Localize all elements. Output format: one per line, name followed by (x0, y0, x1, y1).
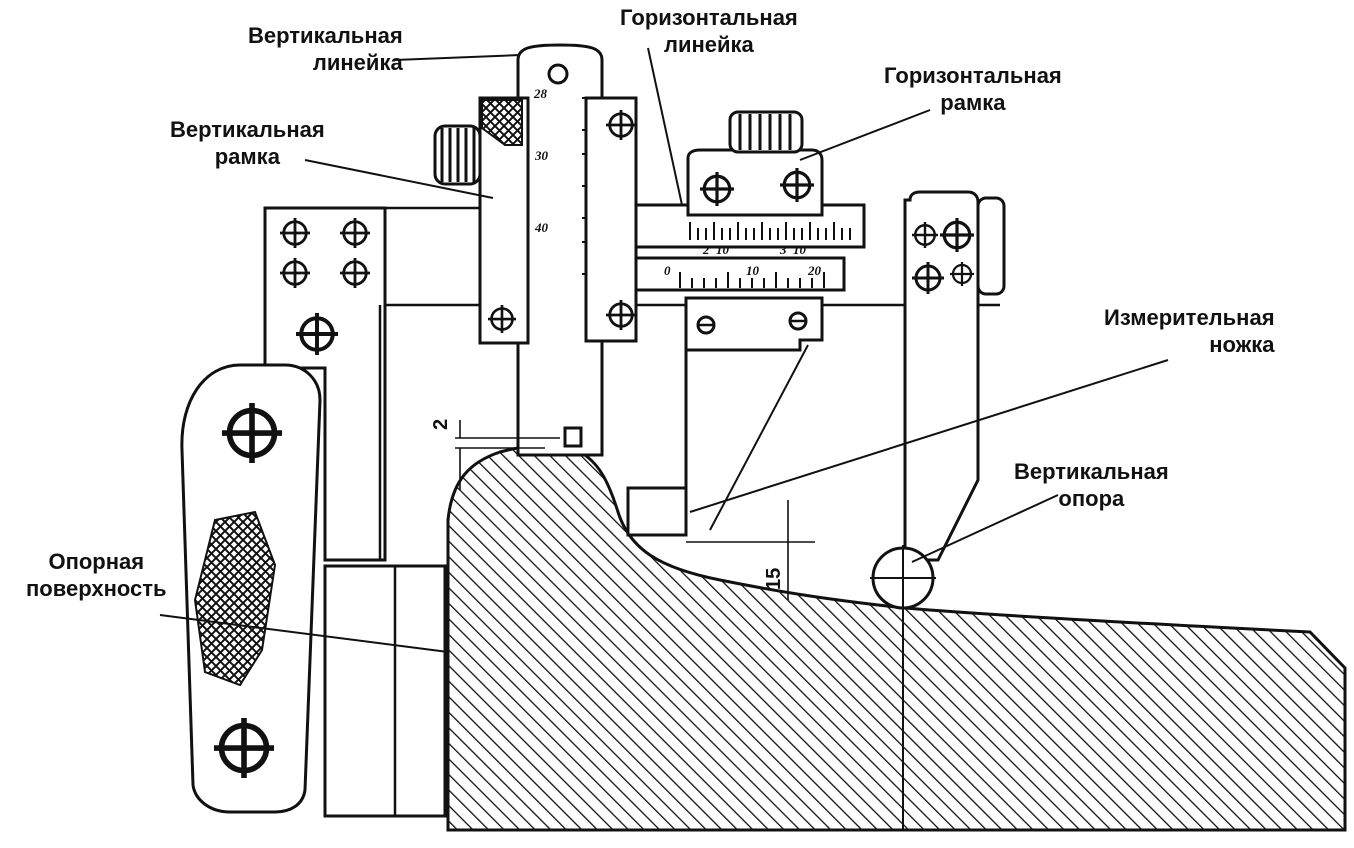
dimension-leg (686, 500, 815, 600)
hscale-upper-num-3: 3 (779, 242, 787, 257)
leader-lines (159, 47, 1169, 653)
hscale-upper-num-2: 10 (716, 242, 730, 257)
label-measuring-leg: Измерительная ножка (1104, 305, 1275, 357)
rail-profile (446, 443, 1347, 832)
vertical-support-arm (903, 190, 980, 562)
support-knob (976, 196, 1006, 296)
vertical-frame-knob (433, 124, 482, 186)
vscale-num-2: 30 (534, 148, 549, 163)
label-horizontal-ruler: Горизонтальная линейка (620, 5, 798, 57)
horizontal-scale-ticks (689, 222, 851, 240)
label-vertical-ruler: Вертикальная линейка (248, 23, 403, 75)
hscale-upper-num-4: 10 (793, 242, 807, 257)
label-vertical-frame: Вертикальная рамка (170, 117, 325, 169)
vertical-ruler-bar (516, 43, 604, 457)
measuring-leg (626, 296, 824, 537)
hscale-lower-num-2: 10 (746, 263, 760, 278)
hscale-lower-num-1: 0 (664, 263, 671, 278)
ruler-hole (547, 63, 569, 85)
vscale-num-3: 40 (534, 220, 549, 235)
horizontal-frame-knob (728, 110, 804, 154)
label-support-surface: Опорная поверхность (26, 549, 167, 601)
vscale-num-1: 28 (533, 86, 548, 101)
label-vertical-support: Вертикальная опора (1014, 459, 1169, 511)
dimension-top-value: 2 (430, 419, 452, 430)
support-block (323, 564, 447, 818)
hscale-upper-num-1: 2 (702, 242, 710, 257)
hscale-lower-num-3: 20 (807, 263, 822, 278)
dimension-leg-value: 15 (763, 568, 785, 590)
handle-grip (193, 510, 277, 687)
dimension-top (455, 420, 560, 490)
label-horizontal-frame: Горизонтальная рамка (884, 63, 1062, 115)
top-pin (563, 426, 583, 448)
